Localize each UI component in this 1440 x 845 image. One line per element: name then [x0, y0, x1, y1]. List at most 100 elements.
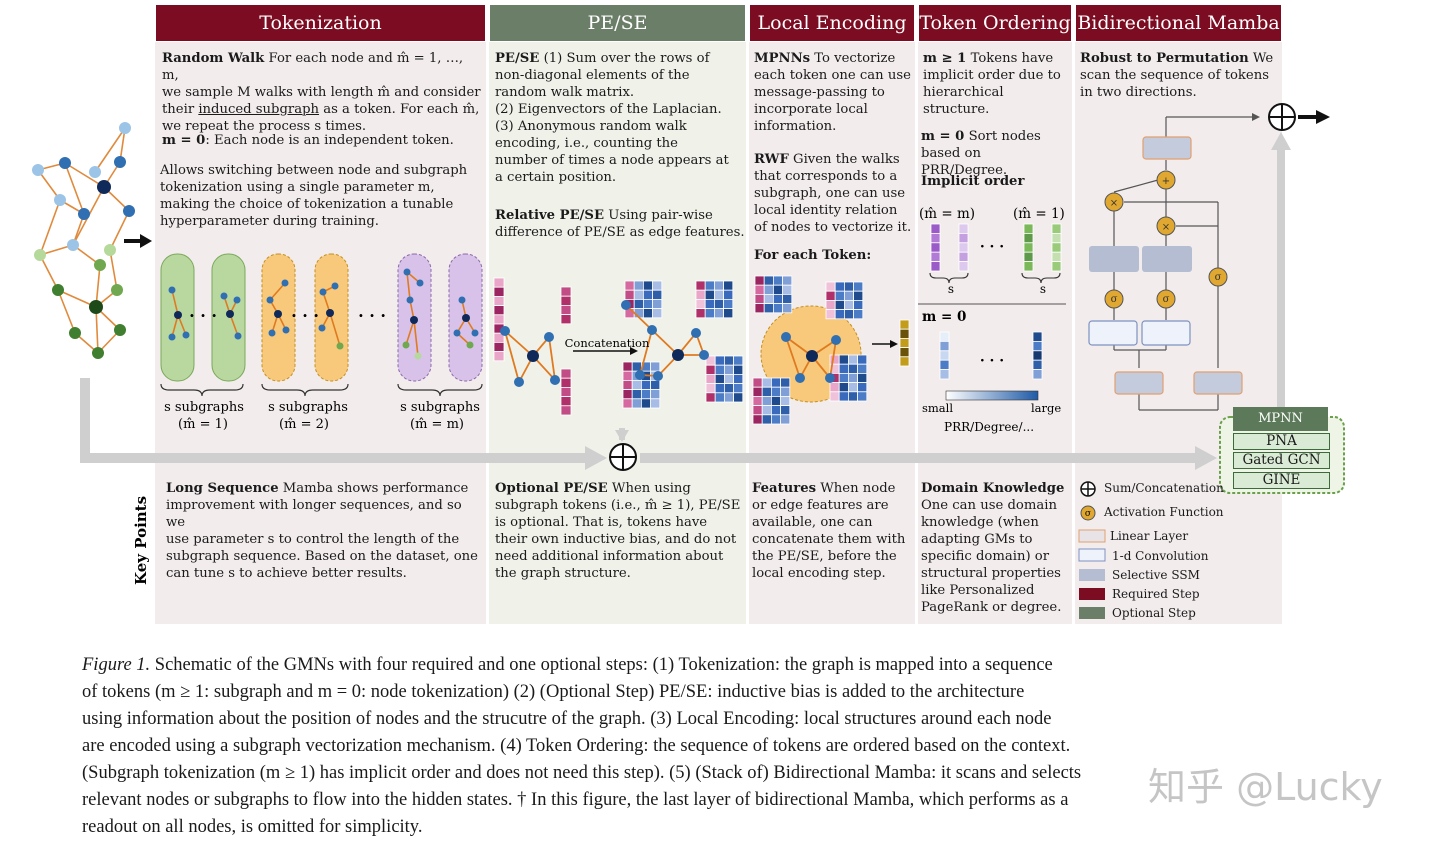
svg-text:×: × [1162, 222, 1170, 233]
matrix-cell [844, 309, 855, 320]
matrix-cell [652, 298, 663, 309]
svg-text:σ: σ [1111, 294, 1118, 305]
matrix-cell [825, 281, 836, 292]
matrix-cell [834, 299, 845, 310]
matrix-cell [733, 355, 744, 366]
matrix-cell [857, 372, 868, 383]
svg-text:+: + [1162, 176, 1170, 187]
key-domain-knowledge-text: Domain Knowledge One can use domain know… [921, 481, 1065, 615]
matrix-cell [493, 341, 505, 352]
matrix-cell [838, 372, 849, 383]
matrix-cell [834, 281, 845, 292]
matrix-cell [773, 303, 784, 314]
matrix-cell [773, 293, 784, 304]
matrix-cell [773, 284, 784, 295]
matrix-cell [652, 289, 663, 300]
matrix-cell [560, 386, 572, 397]
matrix-cell [771, 395, 782, 406]
matrix-cell [714, 364, 725, 375]
matrix-cell [761, 377, 772, 388]
matrix-cell [1032, 331, 1043, 342]
matrix-cell [723, 280, 734, 291]
matrix-cell [493, 295, 505, 306]
matrix-cell [754, 303, 765, 314]
matrix-cell [930, 261, 941, 272]
key-long-sequence-text: Long Sequence Mamba shows performance im… [166, 481, 478, 581]
matrix-cell [1023, 251, 1034, 262]
matrix-cell [857, 382, 868, 393]
legend-icons: σ [1078, 481, 1106, 619]
matrix-cell [1051, 251, 1062, 262]
tokenization-random-walk-text: Random Walk For each node and m̂ = 1, …,… [162, 51, 481, 134]
header-bidirectional-mamba: Bidirectional Mamba [1075, 4, 1282, 42]
matrix-cell [761, 405, 772, 416]
input-graph [32, 122, 135, 359]
matrix-cell [733, 373, 744, 384]
matrix-cell [752, 395, 763, 406]
matrix-cell [782, 275, 793, 286]
matrix-cell [780, 377, 791, 388]
matrix-cell [834, 309, 845, 320]
mamba-robust-text: Robust to Permutation We scan the sequen… [1080, 51, 1274, 100]
matrix-cell [643, 308, 654, 319]
matrix-cell [752, 414, 763, 425]
pese-description-text: PE/SE (1) Sum over the rows of non-diago… [495, 51, 729, 185]
svg-text:×: × [1110, 198, 1118, 209]
matrix-cell [704, 289, 715, 300]
matrix-cell [650, 361, 661, 372]
matrix-cell [704, 308, 715, 319]
svg-text:σ: σ [1215, 272, 1222, 283]
matrix-cell [714, 280, 725, 291]
matrix-cell [631, 389, 642, 400]
subgraph-eq-3: (m̂ = m) [410, 417, 464, 432]
matrix-cell [560, 377, 572, 388]
matrix-cell [848, 391, 859, 402]
subgraph-dots-3: · · · [358, 306, 386, 325]
ordering-prr-label: PRR/Degree/... [944, 420, 1034, 434]
matrix-cell [857, 391, 868, 402]
matrix-cell [1051, 261, 1062, 272]
matrix-cell [493, 314, 505, 325]
matrix-cell [1023, 223, 1034, 234]
local-encoding-diagram [752, 275, 910, 425]
matrix-cell [705, 364, 716, 375]
matrix-cell [560, 314, 572, 325]
figure-caption: Figure 1. Schematic of the GMNs with fou… [82, 655, 1082, 837]
matrix-cell [641, 379, 652, 390]
matrix-cell [899, 347, 910, 358]
matrix-cell [705, 373, 716, 384]
header-token-ordering: Token Ordering [918, 4, 1072, 42]
matrix-cell [752, 377, 763, 388]
subgraph-eq-2: (m̂ = 2) [279, 417, 329, 432]
matrix-cell [782, 303, 793, 314]
matrix-cell [1051, 232, 1062, 244]
matrix-cell [939, 369, 950, 380]
matrix-cell [1032, 350, 1043, 361]
matrix-cell [780, 414, 791, 425]
local-mpnn-text: MPNNs To vectorize each token one can us… [754, 51, 911, 134]
mpnn-header: MPNN [1233, 407, 1328, 431]
matrix-cell [780, 395, 791, 406]
mpnn-pna: PNA [1233, 433, 1330, 450]
pese-walk-diagram [493, 277, 744, 416]
matrix-cell [899, 337, 910, 348]
matrix-cell [641, 398, 652, 409]
matrix-cell [624, 280, 635, 291]
matrix-cell [752, 386, 763, 397]
matrix-cell [704, 298, 715, 309]
subgraph-label-1: s subgraphs [164, 400, 244, 415]
matrix-cell [773, 275, 784, 286]
ordering-s-left: s [948, 282, 954, 296]
legend-required: Required Step [1112, 587, 1200, 601]
matrix-cell [761, 414, 772, 425]
matrix-cell [695, 308, 706, 319]
matrix-cell [631, 379, 642, 390]
matrix-cell [848, 372, 859, 383]
matrix-cell [958, 261, 969, 272]
matrix-cell [622, 370, 633, 381]
local-rwf-text: RWF Given the walks that corresponds to … [754, 152, 912, 235]
matrix-cell [643, 298, 654, 309]
tokenization-m0-text: m = 0: Each node is an independent token… [162, 133, 454, 148]
matrix-cell [1032, 369, 1043, 380]
matrix-cell [493, 351, 505, 362]
